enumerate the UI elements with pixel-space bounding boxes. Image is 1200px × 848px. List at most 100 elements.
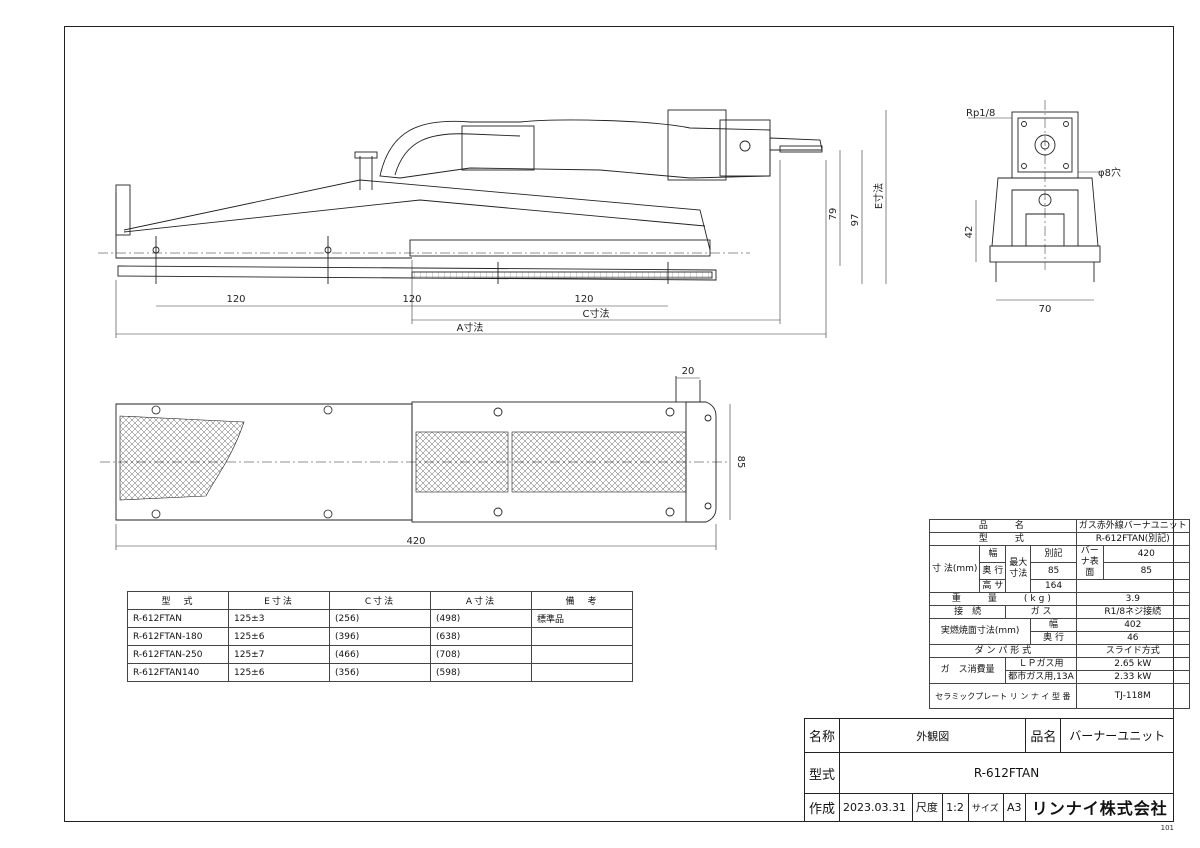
spec-takasa: 高 サ [979, 579, 1007, 593]
company-name: リンナイ株式会社 [1025, 792, 1174, 823]
dim-79: 79 [828, 208, 839, 221]
spec-haba: 幅 [979, 545, 1007, 563]
dim-a: A寸法 [457, 321, 484, 334]
spec-burner-men: バーナ表 面 [1075, 545, 1104, 580]
spec-katashiki-label: 型 式 [929, 532, 1077, 546]
spec-juryo-label: 重 量 (kg) [929, 592, 1077, 606]
table-row: R-612FTAN-250 125±7 (466) (708) [127, 645, 633, 664]
dim-70: 70 [1039, 304, 1052, 315]
spec-betsuki: 別記 [1030, 545, 1077, 563]
side-view [98, 109, 823, 284]
spec-lp-label: ＬＰガス用 [1005, 657, 1077, 671]
spec-hinmei-value: ガス赤外線バーナユニット [1075, 519, 1190, 533]
dim-120-b: 120 [402, 294, 421, 305]
cell: (256) [329, 609, 431, 628]
tb-scale-value: 1:2 [942, 792, 969, 823]
drawing-frame [64, 26, 1174, 822]
col-e: E寸法 [228, 591, 330, 610]
cell: (466) [329, 645, 431, 664]
tb-name-value: 外観図 [838, 717, 1027, 754]
cell: 125±3 [228, 609, 330, 628]
dim-42: 42 [964, 226, 975, 239]
spec-setsuzoku-label: 接 続 [928, 605, 1007, 619]
cell: 125±6 [228, 663, 330, 682]
tb-size-key: サイズ [967, 792, 1004, 823]
dim-120-c: 120 [574, 294, 593, 305]
cell: R-612FTAN-250 [127, 645, 229, 664]
dim-85: 85 [735, 456, 746, 469]
col-c: C寸法 [329, 591, 431, 610]
dim-120-a: 120 [226, 294, 245, 305]
model-table: 型 式 E寸法 C寸法 A寸法 備 考 R-612FTAN 125±3 (256… [127, 591, 633, 682]
cell: (638) [430, 627, 532, 646]
spec-toshi-value: 2.33 kW [1075, 670, 1190, 684]
spec-okuyuki: 奥 行 [979, 562, 1007, 580]
tb-scale-key: 尺度 [911, 792, 944, 823]
spec-v85: 85 [1030, 562, 1077, 580]
hole-label: φ8穴 [1098, 166, 1121, 179]
end-view [989, 100, 1101, 282]
spec-lp-value: 2.65 kW [1075, 657, 1190, 671]
spec-gas-shohi-label: ガ ス消費量 [928, 657, 1007, 684]
col-a: A寸法 [430, 591, 532, 610]
tb-hinmei-value: バーナーユニット [1060, 717, 1174, 754]
cell: (598) [430, 663, 532, 682]
rp-label: Rp1/8 [966, 108, 995, 119]
spec-damper-label: ダ ン パ 形 式 [929, 644, 1077, 658]
spec-table: 品 名 ガス赤外線バーナユニット 型 式 R-612FTAN(別記) 寸 法(m… [928, 519, 1190, 709]
tb-name-key: 名称 [804, 717, 840, 754]
dim-c: C寸法 [583, 307, 610, 320]
spec-katashiki-value: R-612FTAN(別記) [1075, 532, 1190, 546]
cell: 標準品 [531, 609, 633, 628]
spec-juryo-value: 3.9 [1075, 592, 1190, 606]
cell: 125±6 [228, 627, 330, 646]
cell: (356) [329, 663, 431, 682]
tb-model-value: R-612FTAN [839, 752, 1174, 794]
dim-20: 20 [682, 366, 695, 377]
model-table-header: 型 式 E寸法 C寸法 A寸法 備 考 [127, 591, 633, 610]
cell: R-612FTAN-180 [127, 627, 229, 646]
spec-gas-label: ガ ス [1005, 605, 1077, 619]
cell: R-612FTAN140 [127, 663, 229, 682]
cell [531, 663, 633, 682]
tb-model-key: 型式 [804, 752, 840, 794]
spec-ceramic-label: セラミックプレート リ ン ナ イ 型 番 [929, 683, 1077, 709]
spec-jitsunen-w: 402 [1075, 618, 1190, 632]
spec-hinmei-label: 品 名 [929, 519, 1077, 533]
dim-97: 97 [850, 214, 861, 227]
spec-v164: 164 [1030, 579, 1077, 593]
cell: 125±7 [228, 645, 330, 664]
spec-jitsunen-label: 実燃焼面寸法(mm) [928, 618, 1032, 645]
table-row: R-612FTAN140 125±6 (356) (598) [127, 663, 633, 682]
cell [531, 627, 633, 646]
cell [531, 645, 633, 664]
col-biko: 備 考 [531, 591, 633, 610]
cell: R-612FTAN [127, 609, 229, 628]
side-view-dimensions [115, 110, 887, 338]
end-view-dimensions [968, 117, 1100, 301]
spec-haba2: 幅 [1030, 618, 1077, 632]
dim-e: E寸法 [872, 183, 885, 209]
tb-size-value: A3 [1002, 792, 1027, 823]
tb-made-key: 作成 [804, 792, 840, 823]
spec-saidai: 最大寸法 [1005, 545, 1032, 593]
dim-420: 420 [406, 536, 425, 547]
top-view-dimensions [115, 377, 731, 550]
cell: (708) [430, 645, 532, 664]
cell: (396) [329, 627, 431, 646]
spec-okuyuki2: 奥 行 [1030, 631, 1077, 645]
tb-hinmei-key: 品名 [1025, 717, 1062, 754]
spec-ceramic-value: TJ-118M [1075, 683, 1190, 709]
spec-damper-value: スライド方式 [1075, 644, 1190, 658]
table-row: R-612FTAN-180 125±6 (396) (638) [127, 627, 633, 646]
tb-date: 2023.03.31 [839, 792, 913, 823]
spec-v85b: 85 [1102, 562, 1190, 580]
spec-sunpo-label: 寸 法(mm) [928, 545, 981, 593]
spec-setsuzoku-value: R1/8ネジ接続 [1075, 605, 1190, 619]
spec-jitsunen-d: 46 [1075, 631, 1190, 645]
spec-v420: 420 [1102, 545, 1190, 563]
col-katashiki: 型 式 [127, 591, 229, 610]
cell: (498) [430, 609, 532, 628]
